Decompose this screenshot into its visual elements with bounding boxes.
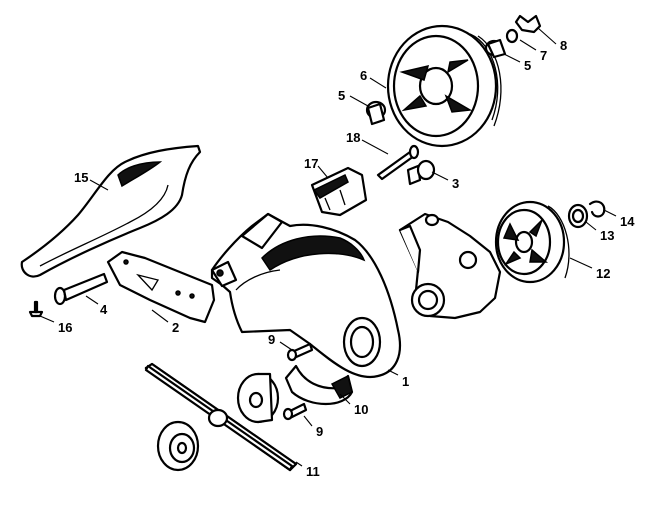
- part-wheel-small: [494, 200, 570, 284]
- part-washer-large: [567, 203, 589, 229]
- part-gearbox: [398, 212, 502, 320]
- callout-8: 8: [560, 38, 567, 53]
- leader-lines: [39, 27, 617, 467]
- part-bracket-plate: [106, 250, 216, 324]
- callout-2: 2: [172, 320, 179, 335]
- callout-labels: 1 2 3 4 5 5 6 7 8 9 9 10 11 12 13 14 15 …: [58, 38, 635, 479]
- callout-9-upper: 9: [268, 332, 275, 347]
- callout-4: 4: [100, 302, 108, 317]
- callout-7: 7: [540, 48, 547, 63]
- callout-11: 11: [306, 464, 320, 479]
- callout-18: 18: [346, 130, 360, 145]
- part-wheel-large: [386, 24, 502, 148]
- part-bolt-long: [376, 144, 420, 181]
- part-screw-upper: [286, 342, 314, 362]
- part-bushing-left: [365, 100, 387, 126]
- part-long-bolt: [53, 272, 109, 306]
- part-blade: [144, 362, 298, 472]
- callout-14: 14: [620, 214, 635, 229]
- part-pulley: [236, 372, 280, 424]
- part-wing-nut: [514, 14, 542, 34]
- part-half-clamp: [284, 364, 354, 405]
- callout-12: 12: [596, 266, 610, 281]
- callout-6: 6: [360, 68, 367, 83]
- callout-10: 10: [354, 402, 368, 417]
- part-flange-bolt: [406, 159, 436, 186]
- callout-17: 17: [304, 156, 318, 171]
- callout-5-left: 5: [338, 88, 345, 103]
- callout-13: 13: [600, 228, 614, 243]
- part-bushing-top: [484, 38, 507, 59]
- callout-15: 15: [74, 170, 88, 185]
- callout-1: 1: [402, 374, 409, 389]
- part-washer-small: [505, 28, 519, 44]
- part-small-screw: [28, 300, 44, 318]
- part-belt-guard: [20, 144, 202, 278]
- part-clamp-block: [310, 166, 368, 217]
- part-screw-lower: [282, 402, 308, 421]
- part-circlip: [588, 200, 606, 218]
- callout-16: 16: [58, 320, 72, 335]
- callout-9-lower: 9: [316, 424, 323, 439]
- part-gear-housing: [210, 212, 402, 379]
- callout-3: 3: [452, 176, 459, 191]
- callout-5-top: 5: [524, 58, 531, 73]
- part-pulley-lower: [156, 420, 200, 472]
